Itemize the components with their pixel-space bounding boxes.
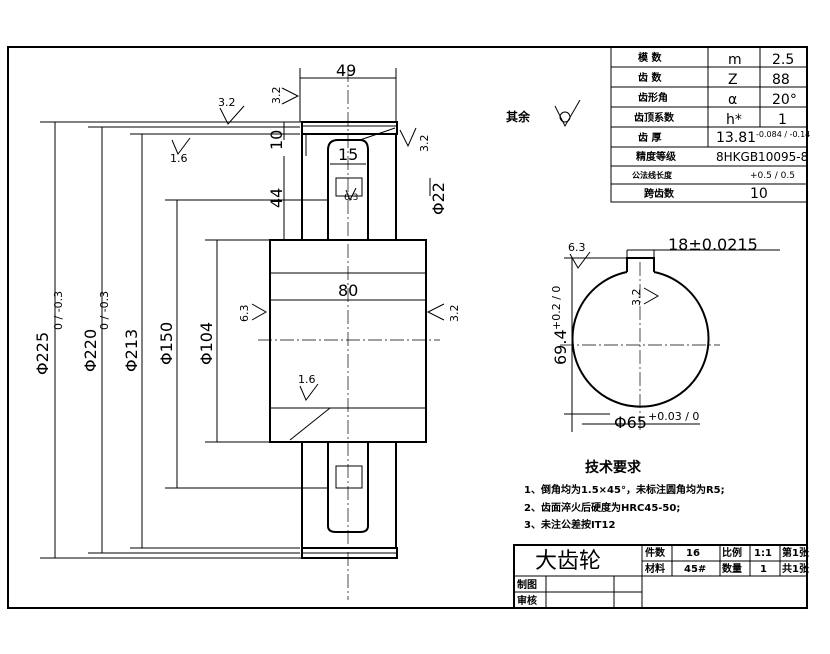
tb-drawn-label: 制图 — [517, 578, 537, 591]
dim-d220: Φ220 — [81, 329, 100, 372]
table-symbol-addendum: h* — [726, 112, 742, 128]
tb-check-label: 审核 — [517, 594, 537, 607]
table-value-module: 2.5 — [772, 52, 794, 68]
roughness-3.2-c: 3.2 — [418, 135, 431, 153]
part-name: 大齿轮 — [535, 549, 601, 574]
tech-title: 技术要求 — [585, 459, 642, 476]
roughness-marks — [171, 87, 660, 401]
roughness-1.6-b: 1.6 — [298, 373, 316, 386]
table-label-module: 模 数 — [638, 51, 662, 64]
tb-quantity-label: 件数 — [645, 546, 666, 559]
table-thickness-tolerance: -0.084 / -0.14 — [756, 130, 810, 139]
dim-d213: Φ213 — [122, 329, 141, 372]
table-label-span-teeth: 跨齿数 — [644, 187, 675, 200]
dim-key-depth: 69.4 — [551, 329, 570, 365]
tech-item-3: 3、未注公差按IT12 — [524, 518, 615, 531]
gear-parameter-table: 模 数 m 2.5 齿 数 Z 88 齿形角 α 20° 齿顶系数 h* 1 齿… — [610, 46, 810, 203]
diameter-dimensions — [40, 121, 328, 559]
table-value-span-length: +0.5 / 0.5 — [750, 171, 795, 181]
tb-scale: 1:1 — [754, 548, 772, 559]
table-value-addendum: 1 — [778, 112, 787, 128]
tb-total: 共1张 — [782, 562, 810, 575]
table-symbol-teeth: Z — [728, 72, 738, 88]
tb-count: 1 — [760, 564, 767, 575]
dim-10: 10 — [267, 130, 286, 150]
tech-item-2: 2、齿面淬火后硬度为HRC45-50; — [524, 501, 680, 514]
tb-material-label: 材料 — [645, 562, 665, 575]
other-roughness-label: 其余 — [506, 109, 531, 124]
table-label-pressure-angle: 齿形角 — [638, 91, 668, 104]
roughness-3.2-d: 3.2 — [448, 305, 461, 323]
dim-d225-tol: 0 / -0.3 — [52, 291, 65, 330]
dim-bore-tol: +0.03 / 0 — [648, 410, 699, 423]
dim-d225: Φ225 — [33, 332, 52, 375]
roughness-3.2-b: 3.2 — [270, 87, 283, 105]
dim-key-depth-tol: +0.2 / 0 — [550, 286, 563, 330]
gear-section-view — [258, 68, 440, 600]
dim-44: 44 — [267, 188, 286, 208]
tb-sheet: 第1张 — [782, 546, 810, 559]
dim-15: 15 — [338, 145, 358, 164]
table-value-thickness: 13.81 — [716, 130, 756, 146]
table-label-span-length: 公法线长度 — [632, 170, 673, 180]
dim-80: 80 — [338, 281, 358, 300]
roughness-6.3-c: 6.3 — [568, 241, 586, 254]
dim-49-lines — [299, 68, 397, 122]
roughness-6.3-b: 6.3 — [238, 305, 251, 323]
keyway-section-view — [560, 249, 780, 432]
title-block — [513, 544, 808, 609]
tech-item-1: 1、倒角均为1.5×45°，未标注圆角均为R5; — [524, 483, 725, 496]
table-label-teeth: 齿 数 — [638, 71, 662, 84]
table-value-accuracy: 8HKGB10095-8 — [716, 150, 808, 164]
dim-d150: Φ150 — [157, 322, 176, 365]
table-label-addendum: 齿顶系数 — [634, 111, 675, 124]
dim-bore: Φ65 — [614, 413, 647, 432]
roughness-6.3-a: 6.3 — [344, 193, 358, 203]
table-label-thickness: 齿 厚 — [638, 131, 661, 144]
dim-49: 49 — [336, 61, 356, 80]
tb-scale-label: 比例 — [722, 546, 742, 559]
table-symbol-module: m — [728, 52, 742, 68]
tb-material: 45# — [684, 564, 706, 575]
tb-quantity: 16 — [686, 548, 700, 559]
roughness-1.6-a: 1.6 — [170, 152, 188, 165]
dim-d104: Φ104 — [197, 322, 216, 365]
sheet-border — [7, 46, 808, 609]
dim-key-width: 18±0.0215 — [668, 235, 758, 254]
table-symbol-alpha: α — [728, 92, 737, 108]
roughness-3.2-a: 3.2 — [218, 96, 236, 109]
roughness-symbol-general — [554, 99, 581, 128]
table-value-pressure-angle: 20° — [772, 92, 797, 108]
roughness-3.2-e: 3.2 — [630, 289, 643, 307]
dim-d220-tol: 0 / -0.3 — [98, 291, 111, 330]
table-label-accuracy: 精度等级 — [636, 150, 677, 163]
tb-count-label: 数量 — [722, 562, 742, 575]
dim-d22: Φ22 — [429, 182, 448, 215]
table-value-teeth: 88 — [772, 72, 790, 88]
table-value-span-teeth: 10 — [750, 186, 768, 202]
